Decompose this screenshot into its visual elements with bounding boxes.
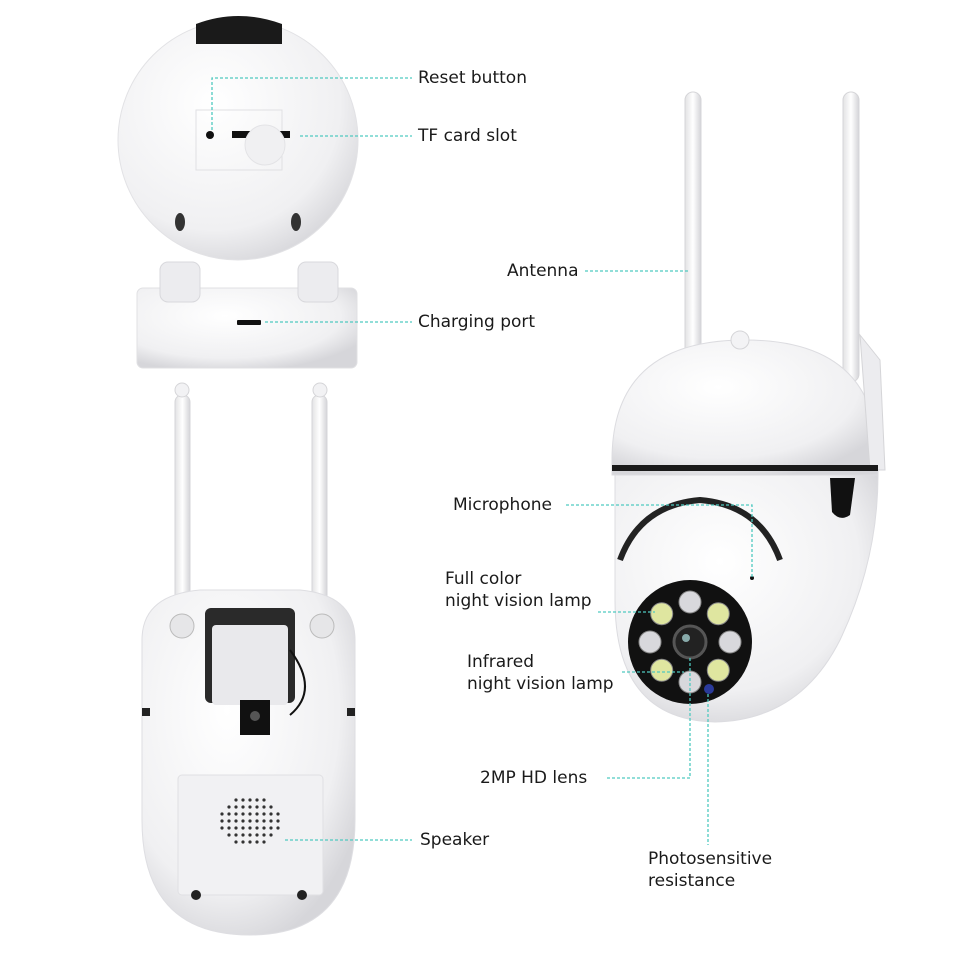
speaker-grille bbox=[220, 798, 280, 844]
speaker-hole bbox=[269, 812, 273, 816]
photosensitive-resistor bbox=[704, 684, 714, 694]
speaker-hole bbox=[262, 798, 266, 802]
speaker-hole bbox=[248, 805, 252, 809]
speaker-hole bbox=[241, 833, 245, 837]
label-full-color-lamp: Full color night vision lamp bbox=[445, 568, 592, 612]
speaker-hole bbox=[220, 826, 224, 830]
leader-lines bbox=[211, 77, 753, 845]
speaker-hole bbox=[262, 805, 266, 809]
speaker-hole bbox=[227, 805, 231, 809]
label-infrared-line2: night vision lamp bbox=[467, 674, 614, 694]
speaker-hole bbox=[234, 798, 238, 802]
label-speaker: Speaker bbox=[420, 830, 490, 850]
label-reset-button: Reset button bbox=[418, 68, 527, 88]
label-charging-port: Charging port bbox=[418, 312, 536, 332]
speaker-hole bbox=[248, 833, 252, 837]
speaker-hole bbox=[227, 833, 231, 837]
speaker-hole bbox=[276, 826, 280, 830]
speaker-hole bbox=[255, 798, 259, 802]
speaker-hole bbox=[234, 833, 238, 837]
speaker-hole bbox=[241, 798, 245, 802]
label-photosensitive-line2: resistance bbox=[648, 871, 736, 891]
speaker-hole bbox=[227, 819, 231, 823]
label-microphone: Microphone bbox=[453, 495, 552, 515]
label-full-color-line2: night vision lamp bbox=[445, 591, 592, 611]
speaker-hole bbox=[234, 840, 238, 844]
label-infrared-line1: Infrared bbox=[467, 652, 535, 672]
speaker-hole bbox=[262, 812, 266, 816]
infrared-led bbox=[718, 630, 742, 654]
speaker-hole bbox=[262, 840, 266, 844]
speaker-hole bbox=[262, 826, 266, 830]
full-color-led bbox=[706, 658, 730, 682]
label-antenna: Antenna bbox=[507, 261, 579, 281]
speaker-hole bbox=[255, 833, 259, 837]
label-photosensitive: Photosensitive resistance bbox=[648, 848, 772, 892]
speaker-hole bbox=[262, 833, 266, 837]
speaker-hole bbox=[220, 812, 224, 816]
label-tf-card-slot: TF card slot bbox=[418, 126, 517, 146]
speaker-hole bbox=[234, 805, 238, 809]
hd-lens bbox=[672, 624, 708, 660]
label-infrared-lamp: Infrared night vision lamp bbox=[467, 651, 614, 695]
label-full-color-line1: Full color bbox=[445, 569, 522, 589]
full-color-led bbox=[650, 602, 674, 626]
speaker-hole bbox=[248, 826, 252, 830]
speaker-hole bbox=[248, 812, 252, 816]
speaker-hole bbox=[269, 833, 273, 837]
speaker-hole bbox=[269, 819, 273, 823]
speaker-hole bbox=[248, 840, 252, 844]
speaker-hole bbox=[255, 826, 259, 830]
speaker-hole bbox=[276, 819, 280, 823]
label-hd-lens: 2MP HD lens bbox=[480, 768, 588, 788]
reset-hole bbox=[206, 131, 214, 139]
camera-rear-view bbox=[141, 382, 356, 936]
speaker-hole bbox=[241, 805, 245, 809]
full-color-led bbox=[706, 602, 730, 626]
camera-back-view bbox=[117, 16, 359, 369]
speaker-hole bbox=[227, 826, 231, 830]
speaker-hole bbox=[255, 805, 259, 809]
speaker-hole bbox=[255, 812, 259, 816]
speaker-hole bbox=[241, 819, 245, 823]
speaker-hole bbox=[269, 826, 273, 830]
infrared-led bbox=[638, 630, 662, 654]
speaker-hole bbox=[241, 826, 245, 830]
speaker-hole bbox=[234, 826, 238, 830]
label-photosensitive-line1: Photosensitive bbox=[648, 849, 773, 869]
speaker-hole bbox=[262, 819, 266, 823]
camera-front-view bbox=[611, 91, 886, 723]
speaker-hole bbox=[220, 819, 224, 823]
speaker-hole bbox=[255, 819, 259, 823]
microphone-hole bbox=[750, 576, 754, 580]
speaker-hole bbox=[241, 812, 245, 816]
speaker-hole bbox=[248, 798, 252, 802]
speaker-hole bbox=[234, 812, 238, 816]
speaker-hole bbox=[241, 840, 245, 844]
full-color-led bbox=[650, 658, 674, 682]
charging-port bbox=[237, 320, 261, 325]
speaker-hole bbox=[248, 819, 252, 823]
speaker-hole bbox=[227, 812, 231, 816]
infrared-led bbox=[678, 590, 702, 614]
speaker-hole bbox=[255, 840, 259, 844]
speaker-hole bbox=[269, 805, 273, 809]
speaker-hole bbox=[276, 812, 280, 816]
speaker-hole bbox=[234, 819, 238, 823]
